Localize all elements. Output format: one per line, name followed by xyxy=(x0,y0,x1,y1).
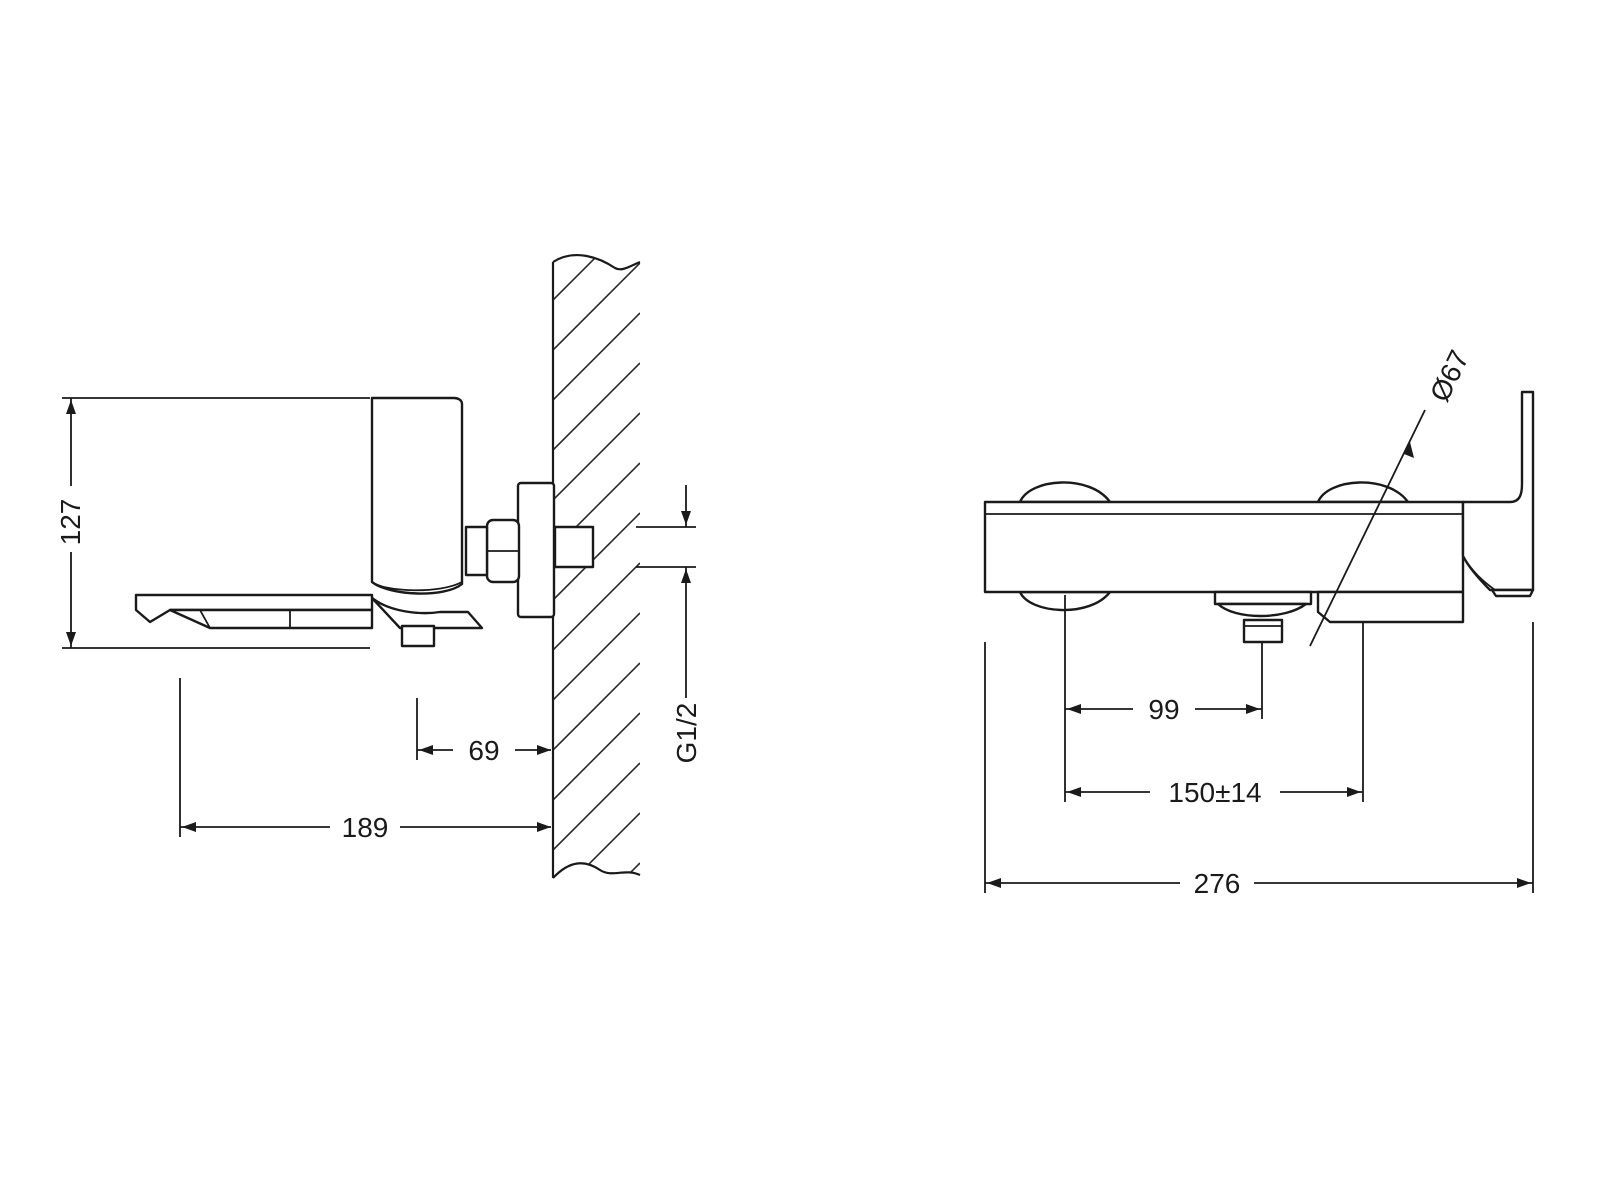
dimension-g12-label: G1/2 xyxy=(671,703,702,764)
escutcheon-right-top xyxy=(1316,481,1410,504)
dimension-127-label: 127 xyxy=(55,499,86,546)
dimension-projection: 189 xyxy=(179,678,551,843)
dimension-outlet-offset: 99 xyxy=(1064,595,1263,802)
dimension-body-offset: 69 xyxy=(416,698,551,766)
dimension-overall-width: 276 xyxy=(984,622,1534,899)
wall-break-bottom xyxy=(552,862,641,879)
cartridge-housing xyxy=(1316,590,1465,624)
dimension-height: 127 xyxy=(55,397,370,649)
wall-hatching xyxy=(553,254,640,879)
escutcheon-left-top xyxy=(1018,481,1112,504)
dimension-inlet-thread: G1/2 xyxy=(636,485,702,763)
dimension-inlet-spacing: 150±14 xyxy=(1065,622,1364,808)
shower-outlet xyxy=(400,624,436,648)
wall xyxy=(551,254,641,879)
inlet-pipe xyxy=(553,525,595,569)
eccentric-connector xyxy=(464,525,489,577)
dimension-189-label: 189 xyxy=(342,812,389,843)
hex-nut xyxy=(485,518,521,584)
spout-support xyxy=(370,596,484,630)
escutcheon-flange xyxy=(516,481,556,619)
dimension-99-label: 99 xyxy=(1148,694,1179,725)
handle-lever xyxy=(1461,390,1535,598)
dimension-276-label: 276 xyxy=(1194,868,1241,899)
bath-outlet xyxy=(1213,590,1313,644)
mixer-body-outline xyxy=(983,500,1465,594)
side-view: 127 189 69 G1/2 xyxy=(55,254,702,879)
dimension-150-label: 150±14 xyxy=(1168,777,1261,808)
mixer-body-front xyxy=(983,500,1465,594)
dimension-diameter-label: Ø67 xyxy=(1424,345,1475,406)
mixer-body xyxy=(370,396,464,595)
spout xyxy=(134,593,374,630)
wall-break-top xyxy=(552,254,641,271)
front-view: Ø67 99 150±14 2 xyxy=(983,345,1535,899)
dimension-69-label: 69 xyxy=(468,735,499,766)
